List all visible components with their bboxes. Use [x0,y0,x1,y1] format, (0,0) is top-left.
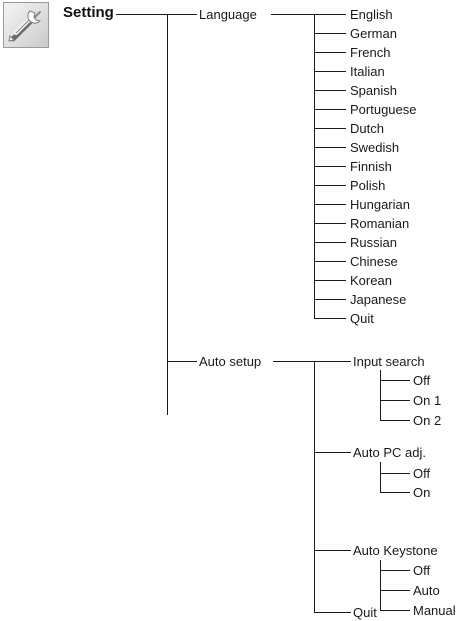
option-off-auto-pc-adj: Off [413,466,431,481]
connector-line [271,14,315,15]
connector-line [314,128,346,129]
connector-line [314,185,346,186]
node-input-search: Input search [353,354,425,369]
connector-line [380,570,410,571]
connector-line [314,109,346,110]
connector-line [116,14,168,15]
option-manual: Manual [413,603,456,618]
connector-line [314,242,346,243]
option-japanese: Japanese [350,292,407,307]
connector-line [314,223,346,224]
connector-line [273,361,315,362]
connector-line [314,261,346,262]
option-on-2: On 2 [413,413,442,428]
option-finnish: Finnish [350,159,392,174]
connector-line [380,473,410,474]
option-hungarian: Hungarian [350,197,410,212]
option-portuguese: Portuguese [350,102,417,117]
node-auto-keystone: Auto Keystone [353,543,438,558]
connector-line [380,420,410,421]
connector-line [314,550,351,551]
option-off-input-search: Off [413,373,431,388]
branch-line-auto-pc-adj [380,462,381,492]
trunk-line [167,14,168,415]
option-chinese: Chinese [350,254,398,269]
connector-line [314,71,346,72]
node-auto-pc-adj: Auto PC adj. [353,445,426,460]
connector-line [314,280,346,281]
connector-line [314,299,346,300]
branch-line-auto-setup [314,361,315,613]
connector-line [314,612,351,613]
option-swedish: Swedish [350,140,400,155]
connector-line [314,361,351,362]
connector-line [314,33,346,34]
connector-line [314,14,346,15]
connector-line [167,14,197,15]
wrench-screwdriver-icon [8,10,41,42]
option-on: On [413,485,431,500]
option-english: English [350,7,393,22]
connector-line [314,452,351,453]
option-off-auto-keystone: Off [413,563,431,578]
option-on-1: On 1 [413,393,442,408]
node-auto-setup: Auto setup [199,354,262,369]
connector-line [314,52,346,53]
option-romanian: Romanian [350,216,410,231]
option-korean: Korean [350,273,392,288]
connector-line [314,204,346,205]
branch-line-input-search [380,370,381,420]
option-italian: Italian [350,64,385,79]
connector-line [380,492,410,493]
option-auto: Auto [413,583,440,598]
connector-line [314,166,346,167]
option-spanish: Spanish [350,83,397,98]
setting-menu-icon [3,2,49,48]
connector-line [314,318,346,319]
option-polish: Polish [350,178,386,193]
branch-line-auto-keystone [380,560,381,610]
root-label-setting: Setting [63,4,114,21]
node-language: Language [199,7,257,22]
connector-line [380,610,410,611]
option-russian: Russian [350,235,397,250]
connector-line [380,400,410,401]
option-quit-auto-setup: Quit [353,605,377,620]
option-dutch: Dutch [350,121,384,136]
connector-line [314,147,346,148]
option-german: German [350,26,397,41]
connector-line [380,380,410,381]
connector-line [314,90,346,91]
connector-line [167,361,197,362]
option-quit-language: Quit [350,311,374,326]
option-french: French [350,45,391,60]
connector-line [380,590,410,591]
